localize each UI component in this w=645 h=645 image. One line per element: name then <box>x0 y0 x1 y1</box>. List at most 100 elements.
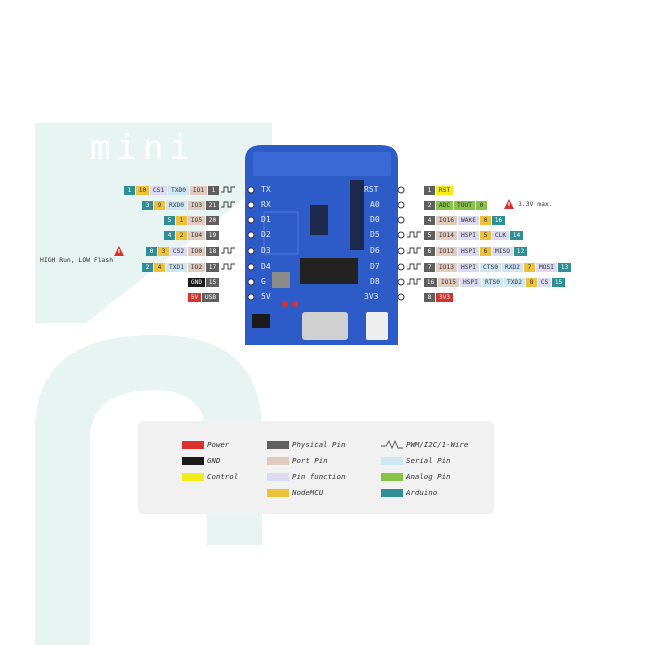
pwm-wave-icon <box>407 231 421 238</box>
pin-label-physical: 8 <box>424 293 435 302</box>
board-pin-label-3v3: 3V3 <box>364 292 379 301</box>
pin-dot-icon <box>247 216 255 224</box>
warning-icon <box>504 199 514 209</box>
board-pin-label-d7: D7 <box>370 262 380 271</box>
board-pin-label-d1: D1 <box>261 215 271 224</box>
legend-label: Analog Pin <box>406 472 451 481</box>
pin-label-physical: USB <box>202 293 219 302</box>
pin-label-analog: 0 <box>476 201 487 210</box>
pin-label-function: CS2 <box>170 247 187 256</box>
pwm-wave-icon <box>221 201 235 208</box>
legend-swatch-serial <box>381 457 403 465</box>
pwm-wave-icon <box>407 247 421 254</box>
pin-label-function: HSPI <box>458 263 479 272</box>
title-mini: mini <box>90 128 196 168</box>
pin-dot-icon <box>247 186 255 194</box>
pin-label-arduino: 15 <box>552 278 565 287</box>
pin-label-analog: ADC <box>436 201 453 210</box>
pin-label-arduino: 5 <box>164 216 175 225</box>
pin-label-physical: 21 <box>206 201 219 210</box>
pin-label-physical: 19 <box>206 231 219 240</box>
board-pin-label-rx: RX <box>261 200 271 209</box>
pin-label-port: IO3 <box>188 201 205 210</box>
pin-label-function: HSPI <box>458 231 479 240</box>
board-pin-label-d0: D0 <box>370 215 380 224</box>
pin-label-nodemcu: 7 <box>524 263 535 272</box>
pin-label-nodemcu: 0 <box>480 216 491 225</box>
pin-label-nodemcu: 2 <box>176 231 187 240</box>
pin-label-port: IO16 <box>436 216 457 225</box>
pin-label-port: IO15 <box>438 278 459 287</box>
pin-label-nodemcu: 4 <box>154 263 165 272</box>
pin-label-serial: RXD0 <box>166 201 187 210</box>
legend-label: Port Pin <box>292 456 328 465</box>
pin-label-arduino: 3 <box>142 201 153 210</box>
adc-warning-note: 3.3V max. <box>518 200 553 208</box>
legend-swatch-analog <box>381 473 403 481</box>
pin-label-function: CLK <box>492 231 509 240</box>
pin-label-function: CS <box>538 278 551 287</box>
pin-label-physical: 18 <box>206 247 219 256</box>
pin-label-serial: TXD0 <box>168 186 189 195</box>
pin-label-physical: 16 <box>424 278 437 287</box>
pin-label-arduino: 12 <box>514 247 527 256</box>
board-pin-label-d4: D4 <box>261 262 271 271</box>
pin-dot-icon <box>247 293 255 301</box>
board-pin-label-d8: D8 <box>370 277 380 286</box>
board-pin-label-d6: D6 <box>370 246 380 255</box>
board-pin-label-d2: D2 <box>261 230 271 239</box>
pin-label-physical: 1 <box>208 186 219 195</box>
pin-dot-icon <box>397 263 405 271</box>
pwm-wave-icon <box>381 440 403 450</box>
pin-label-function: MOSI <box>536 263 557 272</box>
legend-label: NodeMCU <box>292 488 324 497</box>
pin-label-nodemcu: 1 <box>176 216 187 225</box>
pin-dot-icon <box>397 247 405 255</box>
pin-label-arduino: 1 <box>124 186 135 195</box>
pin-label-function: CS1 <box>150 186 167 195</box>
legend-label: Control <box>207 472 239 481</box>
pin-label-arduino: 2 <box>142 263 153 272</box>
pin-label-physical: 6 <box>424 247 435 256</box>
pwm-wave-icon <box>407 263 421 270</box>
board-pin-label-rst: RST <box>364 185 379 194</box>
legend-label: Power <box>207 440 230 449</box>
pin-label-physical: 15 <box>206 278 219 287</box>
pin-label-serial: TXD2 <box>504 278 525 287</box>
legend-swatch-port <box>267 457 289 465</box>
legend-label: Pin function <box>292 472 346 481</box>
legend-swatch-arduino <box>381 489 403 497</box>
legend-label: Physical Pin <box>292 440 346 449</box>
pin-label-physical: 1 <box>424 186 435 195</box>
pwm-wave-icon <box>407 278 421 285</box>
io0-warning-note: HIGH Run, LOW Flash <box>40 256 114 264</box>
pin-label-analog: TOUT <box>454 201 475 210</box>
pin-label-nodemcu: 6 <box>480 247 491 256</box>
pin-label-serial: CTS0 <box>480 263 501 272</box>
pin-label-arduino: 16 <box>492 216 505 225</box>
pin-dot-icon <box>397 293 405 301</box>
pin-dot-icon <box>247 201 255 209</box>
pin-label-port: IO14 <box>436 231 457 240</box>
pin-label-port: IO0 <box>188 247 205 256</box>
pin-label-power: 5V <box>188 293 201 302</box>
board-pin-label-tx: TX <box>261 185 271 194</box>
pin-label-serial: RTS0 <box>482 278 503 287</box>
pwm-wave-icon <box>221 263 235 270</box>
board-pin-label-d5: D5 <box>370 230 380 239</box>
board-pin-label-5v: 5V <box>261 292 271 301</box>
pin-label-port: IO13 <box>436 263 457 272</box>
pin-label-nodemcu: 8 <box>526 278 537 287</box>
pin-label-function: MISO <box>492 247 513 256</box>
pin-label-gnd: GND <box>188 278 205 287</box>
legend-swatch-gnd <box>182 457 204 465</box>
pwm-wave-icon <box>221 247 235 254</box>
pin-label-physical: 4 <box>424 216 435 225</box>
board-pin-label-a0: A0 <box>370 200 380 209</box>
legend-label: GND <box>207 456 221 465</box>
pin-label-arduino: 4 <box>164 231 175 240</box>
pin-label-nodemcu: 5 <box>480 231 491 240</box>
pin-label-serial: RXD2 <box>502 263 523 272</box>
